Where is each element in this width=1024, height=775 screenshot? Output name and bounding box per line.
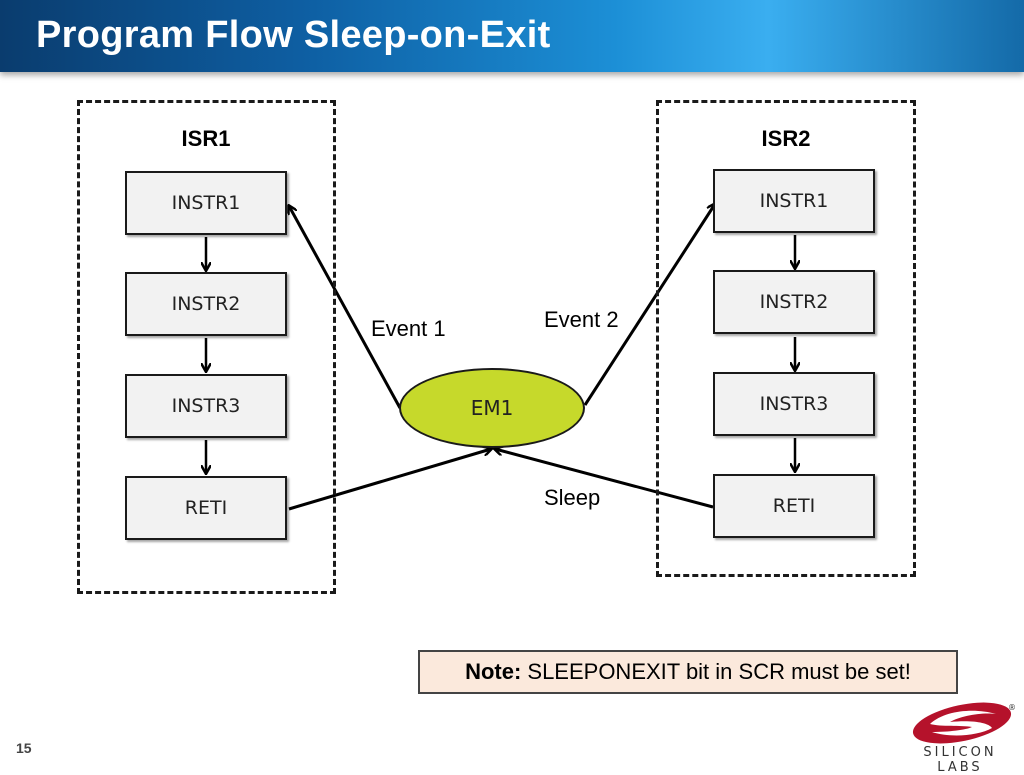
isr1-reti-box: RETI bbox=[125, 476, 287, 540]
isr2-instr1-box: INSTR1 bbox=[713, 169, 875, 233]
isr2-reti-box: RETI bbox=[713, 474, 875, 538]
isr2-instr2-box: INSTR2 bbox=[713, 270, 875, 334]
note-text: SLEEPONEXIT bit in SCR must be set! bbox=[521, 659, 911, 684]
isr1-instr1-box: INSTR1 bbox=[125, 171, 287, 235]
event1-arrow bbox=[289, 206, 402, 409]
isr2-instr3-box: INSTR3 bbox=[713, 372, 875, 436]
isr2-group bbox=[656, 100, 916, 577]
isr1-title: ISR1 bbox=[181, 126, 231, 151]
event2-label: Event 2 bbox=[544, 307, 619, 332]
page-title: Program Flow Sleep-on-Exit bbox=[36, 14, 551, 56]
sleep-arrow bbox=[495, 449, 714, 509]
isr1-group bbox=[77, 100, 336, 594]
silicon-labs-logo: ® SILICON LABS bbox=[900, 700, 1020, 775]
isr1-reti-to-em1-arrow bbox=[288, 449, 491, 511]
em1-node: EM1 bbox=[399, 368, 585, 448]
logo-swoosh-icon: ® bbox=[912, 702, 1016, 744]
title-bar: Program Flow Sleep-on-Exit bbox=[0, 0, 1024, 72]
note-box: Note: SLEEPONEXIT bit in SCR must be set… bbox=[418, 650, 958, 694]
sleep-label: Sleep bbox=[544, 485, 601, 510]
isr1-instr2-box: INSTR2 bbox=[125, 272, 287, 336]
event1-label: Event 1 bbox=[371, 316, 446, 341]
isr2-title: ISR2 bbox=[761, 126, 811, 151]
note-prefix: Note: bbox=[465, 659, 522, 684]
logo-text: SILICON LABS bbox=[923, 745, 997, 775]
page-number: 15 bbox=[16, 740, 32, 756]
registered-mark: ® bbox=[1008, 703, 1016, 712]
event2-arrow bbox=[583, 204, 715, 406]
isr1-instr3-box: INSTR3 bbox=[125, 374, 287, 438]
